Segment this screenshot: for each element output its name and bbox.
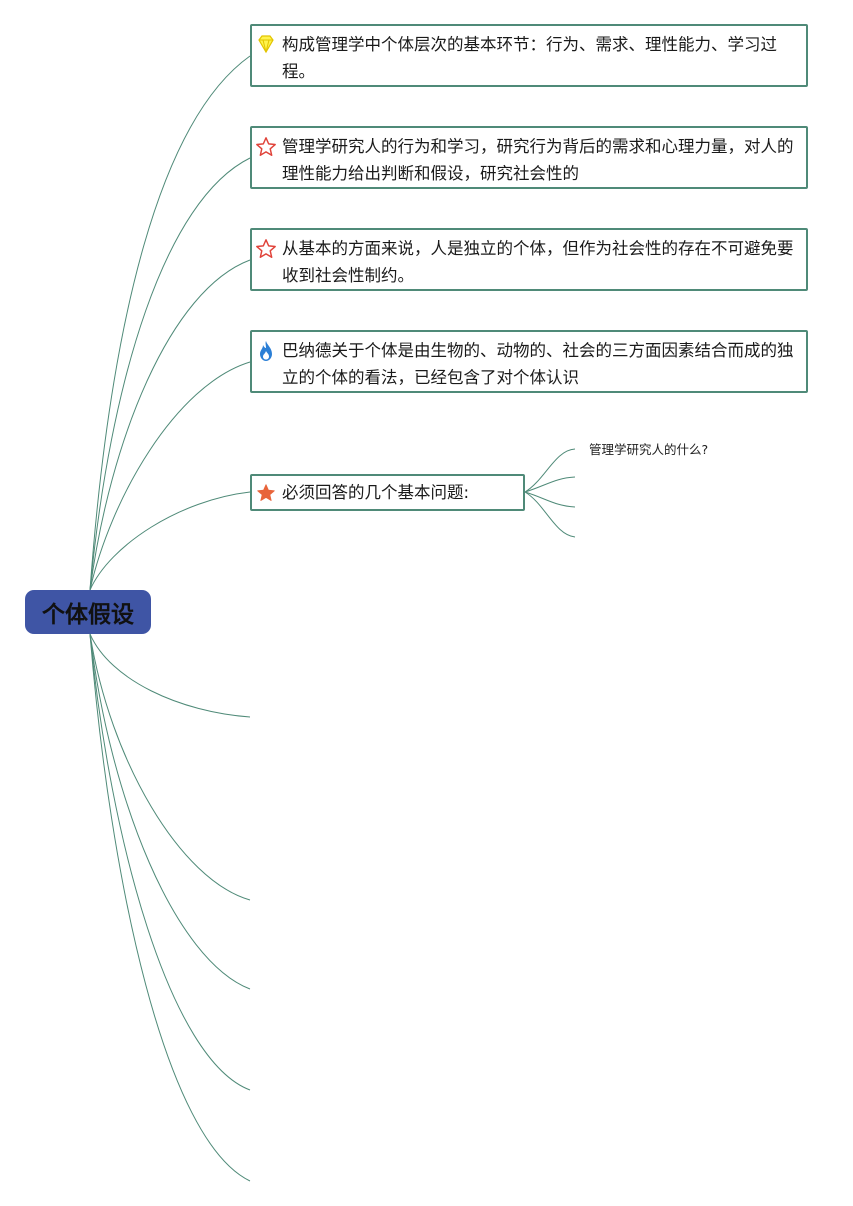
- star-filled-icon: [252, 483, 280, 503]
- sub-topic-1[interactable]: 管理学研究人的什么?: [589, 442, 709, 457]
- connector-branch-6: [89, 633, 251, 718]
- connector-branch-5: [89, 491, 251, 591]
- branch-topic-2-text: 管理学研究人的行为和学习，研究行为背后的需求和心理力量，对人的理性能力给出判断和…: [282, 137, 794, 183]
- branch-topic-5[interactable]: 必须回答的几个基本问题:: [250, 474, 525, 511]
- connector-branch-1: [89, 55, 251, 591]
- diamond-icon: [252, 26, 280, 54]
- branch-topic-1[interactable]: 构成管理学中个体层次的基本环节：行为、需求、理性能力、学习过程。: [250, 24, 808, 87]
- connector-sub-1: [524, 448, 576, 493]
- connector-branch-7: [89, 633, 251, 901]
- connector-branch-2: [89, 157, 251, 591]
- root-topic-label: 个体假设: [42, 602, 134, 628]
- connector-sub-3: [524, 491, 576, 508]
- star-outline-icon: [252, 230, 280, 260]
- branch-topic-5-text: 必须回答的几个基本问题:: [282, 483, 470, 502]
- branch-topic-1-text: 构成管理学中个体层次的基本环节：行为、需求、理性能力、学习过程。: [282, 35, 777, 81]
- connector-sub-4: [524, 491, 576, 538]
- branch-topic-4[interactable]: 巴纳德关于个体是由生物的、动物的、社会的三方面因素结合而成的独立的个体的看法，已…: [250, 330, 808, 393]
- connector-branch-3: [89, 259, 251, 591]
- root-topic[interactable]: 个体假设: [25, 590, 151, 634]
- fire-icon: [252, 332, 280, 362]
- branch-topic-2[interactable]: 管理学研究人的行为和学习，研究行为背后的需求和心理力量，对人的理性能力给出判断和…: [250, 126, 808, 189]
- branch-topic-4-text: 巴纳德关于个体是由生物的、动物的、社会的三方面因素结合而成的独立的个体的看法，已…: [282, 341, 794, 387]
- connector-branch-10: [89, 633, 251, 1182]
- branch-topic-3-text: 从基本的方面来说，人是独立的个体，但作为社会性的存在不可避免要收到社会性制约。: [282, 239, 794, 285]
- connector-sub-2: [524, 476, 576, 493]
- connector-branch-8: [89, 633, 251, 990]
- star-outline-icon: [252, 128, 280, 158]
- connector-branch-9: [89, 633, 251, 1091]
- connector-branch-4: [89, 361, 251, 591]
- branch-topic-3[interactable]: 从基本的方面来说，人是独立的个体，但作为社会性的存在不可避免要收到社会性制约。: [250, 228, 808, 291]
